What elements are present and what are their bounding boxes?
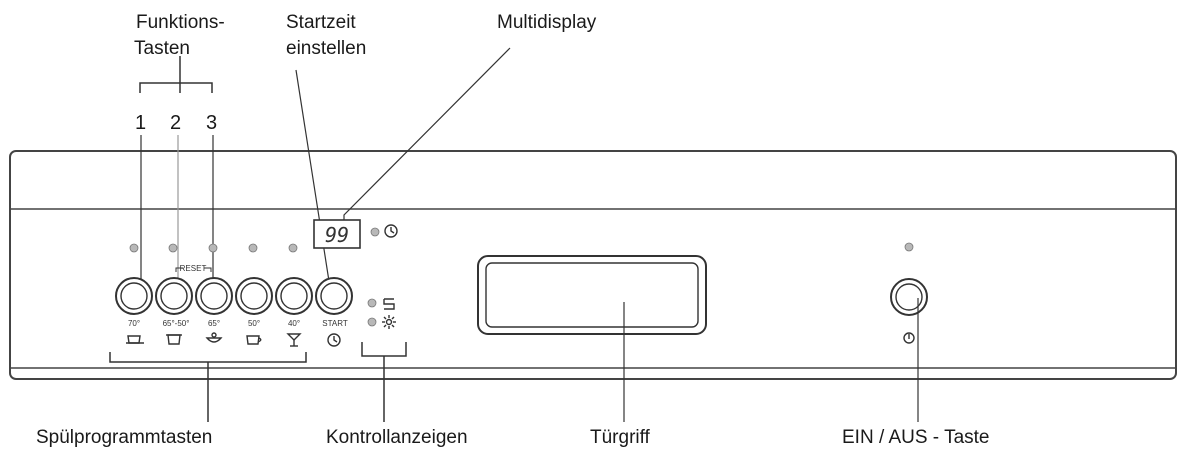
power-led bbox=[904, 242, 914, 252]
glass-icon bbox=[286, 333, 302, 347]
function-key-leaders bbox=[140, 135, 214, 296]
pot-icon bbox=[166, 334, 182, 345]
program-led-1 bbox=[129, 243, 139, 253]
salt-icon bbox=[383, 298, 395, 310]
indicator-led-rinse-aid bbox=[367, 317, 377, 327]
reset-bracket bbox=[175, 267, 183, 272]
function-key-number-2: 2 bbox=[170, 112, 182, 134]
program-keys-bracket bbox=[109, 352, 307, 422]
power-icon bbox=[903, 332, 915, 344]
cup-icon bbox=[246, 335, 262, 345]
clock-icon bbox=[384, 224, 398, 238]
program-button-50[interactable] bbox=[235, 277, 273, 315]
indicator-led-salt bbox=[367, 298, 377, 308]
door-handle[interactable] bbox=[477, 255, 707, 335]
program-temp-label: 50° bbox=[248, 319, 260, 328]
power-button-label: EIN / AUS - Taste bbox=[842, 427, 990, 448]
program-keys-label: Spülprogrammtasten bbox=[36, 427, 213, 448]
program-temp-label: 70° bbox=[128, 319, 140, 328]
program-led-5 bbox=[288, 243, 298, 253]
function-key-number-3: 3 bbox=[206, 112, 218, 134]
program-temp-label: 65°-50° bbox=[163, 319, 190, 328]
rinse-aid-icon bbox=[382, 315, 396, 329]
program-button-70[interactable] bbox=[115, 277, 153, 315]
program-led-2 bbox=[168, 243, 178, 253]
reset-label: RESET bbox=[180, 264, 207, 273]
clock-icon bbox=[327, 333, 341, 347]
function-keys-bracket bbox=[139, 56, 213, 93]
program-button-40[interactable] bbox=[275, 277, 313, 315]
function-key-number-1: 1 bbox=[135, 112, 147, 134]
display-value: 99 bbox=[325, 223, 349, 247]
reset-bracket-right bbox=[204, 267, 212, 272]
program-led-4 bbox=[248, 243, 258, 253]
pot-icon bbox=[126, 335, 144, 344]
startzeit-leader bbox=[295, 69, 332, 295]
power-button[interactable] bbox=[890, 278, 928, 316]
program-led-3 bbox=[208, 243, 218, 253]
program-led-row bbox=[129, 243, 298, 253]
bowl-icon bbox=[205, 332, 223, 343]
multidisplay: 99 bbox=[313, 219, 361, 249]
start-time-label-line1: Startzeit bbox=[286, 12, 356, 33]
start-time-label-line2: einstellen bbox=[286, 38, 367, 59]
display-led bbox=[370, 227, 380, 237]
program-temp-label: 40° bbox=[288, 319, 300, 328]
program-button-65[interactable] bbox=[195, 277, 233, 315]
program-temp-labels: 70° 65°-50° 65° 50° 40° START bbox=[128, 319, 348, 328]
indicator-bracket bbox=[361, 342, 407, 422]
program-buttons bbox=[115, 277, 353, 315]
start-label: START bbox=[322, 319, 348, 328]
function-keys-label-line1: Funktions- bbox=[136, 12, 225, 33]
door-handle-label: Türgriff bbox=[590, 427, 650, 448]
indicators-label: Kontrollanzeigen bbox=[326, 427, 468, 448]
start-button[interactable] bbox=[315, 277, 353, 315]
program-button-65-50[interactable] bbox=[155, 277, 193, 315]
multidisplay-label: Multidisplay bbox=[497, 12, 597, 33]
function-keys-label-line2: Tasten bbox=[134, 38, 190, 59]
program-temp-label: 65° bbox=[208, 319, 220, 328]
